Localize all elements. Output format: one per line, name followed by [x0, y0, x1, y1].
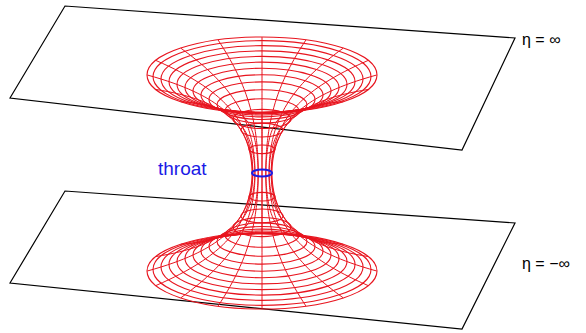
eta-lower-label: η = −∞ [522, 255, 570, 273]
mesh-meridian [266, 40, 306, 236]
mesh-meridian [147, 75, 252, 271]
mesh-meridian [181, 102, 255, 298]
mesh-meridian [266, 110, 306, 306]
mesh-meridian [218, 40, 258, 236]
mesh-meridian [218, 110, 258, 306]
mesh-meridian [181, 48, 255, 244]
mesh-meridian [262, 37, 263, 234]
mesh-meridian [269, 102, 343, 298]
mesh-meridian [271, 61, 368, 257]
funnel-mesh [147, 37, 377, 309]
throat-ring [252, 170, 272, 177]
mesh-meridian [269, 48, 343, 244]
mesh-meridian [156, 61, 253, 257]
throat-label: throat [158, 159, 207, 180]
mesh-meridian [272, 75, 377, 271]
eta-upper-label: η = ∞ [522, 31, 561, 49]
